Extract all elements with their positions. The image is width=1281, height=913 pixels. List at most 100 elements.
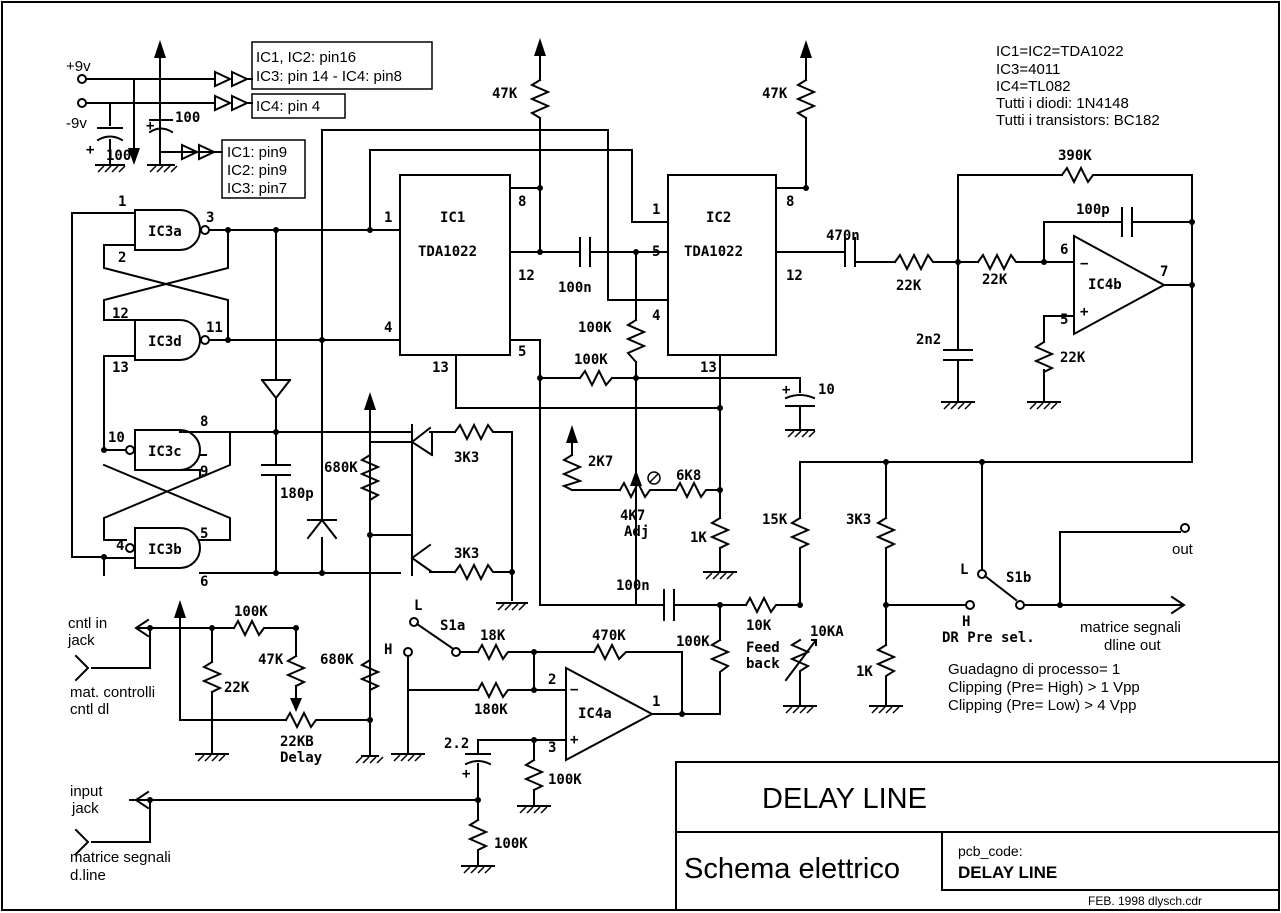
res-100k-d-label: 100K — [548, 772, 582, 788]
title-block — [675, 761, 1280, 911]
ic1-pin-12: 12 — [518, 268, 535, 284]
cap-plus-a: + — [86, 142, 94, 158]
spec-line-2: Clipping (Pre= High) > 1 Vpp — [948, 679, 1140, 696]
gate-pin-10: 10 — [108, 430, 125, 446]
gate-pin-12: 12 — [112, 306, 129, 322]
mat-out-label-2: dline out — [1104, 637, 1162, 654]
switch-l2-label: L — [960, 562, 968, 578]
note-line-3: IC4=TL082 — [996, 78, 1071, 95]
cap-2-2-plus: + — [462, 766, 470, 782]
title-block-pcb-value: DELAY LINE — [958, 863, 1057, 882]
input-label-1: input — [70, 783, 103, 800]
ic2-chip — [537, 40, 841, 438]
switch-h1-label: H — [384, 642, 392, 658]
cap-100n-b-label: 100n — [616, 578, 650, 594]
gate-pin-6: 6 — [200, 574, 208, 590]
power-section — [77, 40, 433, 199]
out-label: out — [1172, 541, 1194, 558]
res-680k-a-label: 680K — [324, 460, 358, 476]
mat-ctl-label-1: mat. controlli — [70, 684, 155, 701]
switch-s1a-label: S1a — [440, 618, 465, 634]
cap-2n2-label: 2n2 — [916, 332, 941, 348]
cntl-in-label-2: jack — [67, 632, 95, 649]
res-47k-c-label: 47K — [258, 652, 284, 668]
res-3k3-b-label: 3K3 — [454, 546, 479, 562]
cap-100p-label: 100p — [1076, 202, 1110, 218]
switch-s1b-label: S1b — [1006, 570, 1031, 586]
ic1-pin-4: 4 — [384, 320, 392, 336]
ic1-pin-8: 8 — [518, 194, 526, 210]
res-47k-a-label: 47K — [492, 86, 518, 102]
ic4a-pin-1: 1 — [652, 694, 660, 710]
res-15k-label: 15K — [762, 512, 788, 528]
ic4b-minus: − — [1080, 256, 1088, 272]
note-line-5: Tutti i transistors: BC182 — [996, 112, 1160, 129]
pin-note-a2: IC3: pin 14 - IC4: pin8 — [256, 68, 402, 85]
ic2-type: TDA1022 — [684, 244, 743, 260]
cap-100n-a-label: 100n — [558, 280, 592, 296]
gate-pin-11: 11 — [206, 320, 223, 336]
mat-ctl-label-2: cntl dl — [70, 701, 109, 718]
ic1-pin-1: 1 — [384, 210, 392, 226]
ic1-name: IC1 — [440, 210, 465, 226]
ic4b-filter — [799, 165, 1195, 519]
res-22k-b-label: 22K — [982, 272, 1008, 288]
cap-10-label: 10 — [818, 382, 835, 398]
cap-plus-b: + — [146, 118, 154, 134]
pot-22kb-label: 22KB — [280, 734, 314, 750]
res-22k-c-label: 22K — [1060, 350, 1086, 366]
ic4b-pin-6: 6 — [1060, 242, 1068, 258]
title-block-title: DELAY LINE — [762, 783, 927, 815]
pin-note-c3: IC3: pin7 — [227, 180, 287, 197]
cap-10-plus: + — [782, 382, 790, 398]
res-390k-label: 390K — [1058, 148, 1092, 164]
res-18k-label: 18K — [480, 628, 506, 644]
vpos-label: +9v — [66, 58, 91, 75]
gate-ic3d-label: IC3d — [148, 334, 182, 350]
cap-100-b-label: 100 — [175, 110, 200, 126]
gate-ic3a-label: IC3a — [148, 224, 182, 240]
pin-note-c1: IC1: pin9 — [227, 144, 287, 161]
gate-ic3b-label: IC3b — [148, 542, 182, 558]
control-input-section — [74, 600, 384, 856]
input-label-2: jack — [71, 800, 99, 817]
title-block-footer: FEB. 1998 dlysch.cdr — [1088, 894, 1202, 908]
res-1k-a-label: 1K — [690, 530, 707, 546]
cap-2-2-label: 2.2 — [444, 736, 469, 752]
gate-pin-9: 9 — [200, 464, 208, 480]
res-100k-a-label: 100K — [578, 320, 612, 336]
pin-note-c2: IC2: pin9 — [227, 162, 287, 179]
res-22k-a-label: 22K — [896, 278, 922, 294]
bias-adj-network — [561, 407, 737, 580]
res-1k-b-label: 1K — [856, 664, 873, 680]
res-100k-c-label: 100K — [676, 634, 710, 650]
ic1-pin-5: 5 — [518, 344, 526, 360]
cap-100-a-label: 100 — [106, 148, 131, 164]
res-22k-d-label: 22K — [224, 680, 250, 696]
gate-pin-3: 3 — [206, 210, 214, 226]
feedback-output-section — [659, 459, 1190, 715]
ic2-pin-1: 1 — [652, 202, 660, 218]
ic1-type: TDA1022 — [418, 244, 477, 260]
mat-seg-label-2: d.line — [70, 867, 106, 884]
ic4a-pin-2: 2 — [548, 672, 556, 688]
ic1-pin-13: 13 — [432, 360, 449, 376]
res-10k-label: 10K — [746, 618, 772, 634]
ic4a-name: IC4a — [578, 706, 612, 722]
gate-pin-4: 4 — [116, 538, 124, 554]
gate-pin-1: 1 — [118, 194, 126, 210]
res-100k-f-label: 100K — [234, 604, 268, 620]
res-3k3-c-label: 3K3 — [846, 512, 871, 528]
gate-pin-5: 5 — [200, 526, 208, 542]
ic4a-pin-3: 3 — [548, 740, 556, 756]
gate-ic3c-label: IC3c — [148, 444, 182, 460]
res-180k-label: 180K — [474, 702, 508, 718]
ic2-pin-5: 5 — [652, 244, 660, 260]
gate-pin-2: 2 — [118, 250, 126, 266]
title-block-pcb-label: pcb_code: — [958, 843, 1023, 859]
res-3k3-a-label: 3K3 — [454, 450, 479, 466]
ic1-chip — [399, 38, 721, 606]
pot-4k7-label: 4K7 — [620, 508, 645, 524]
clock-network — [101, 129, 669, 757]
gate-pin-8: 8 — [200, 414, 208, 430]
